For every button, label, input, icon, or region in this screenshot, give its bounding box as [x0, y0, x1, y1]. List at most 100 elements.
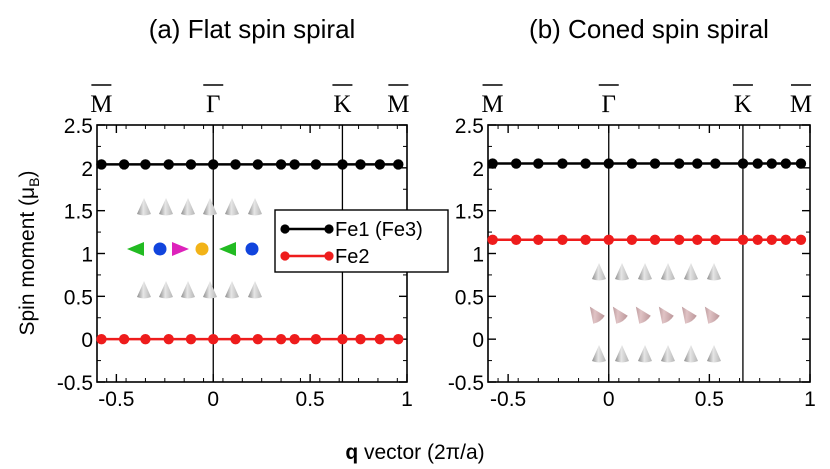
data-point [230, 159, 241, 170]
data-point [557, 234, 568, 245]
data-point [752, 158, 763, 169]
spin-arrow [127, 242, 144, 256]
x-tick-label: 0 [603, 388, 615, 411]
y-axis-label-close: ) [16, 171, 39, 178]
data-point [208, 159, 219, 170]
legend-label: Fe1 (Fe3) [335, 219, 423, 241]
data-point [737, 234, 749, 245]
high-symmetry-label: K [734, 91, 752, 118]
spin-cone [589, 306, 605, 324]
data-point [626, 234, 638, 245]
x-tick-label: 1 [804, 388, 816, 411]
y-axis-label-main: Spin moment (μ [16, 187, 39, 336]
y-tick-label: -0.5 [448, 372, 484, 395]
spin-cone [181, 281, 195, 299]
spin-cone [225, 198, 239, 216]
spin-cone [137, 198, 151, 216]
spin-cone [684, 345, 698, 363]
data-point [208, 333, 219, 345]
x-tick-label: 0.5 [296, 388, 325, 411]
y-tick-label: 0 [81, 329, 93, 352]
spin-cone [181, 198, 195, 216]
y-tick-label: 2 [81, 158, 93, 181]
y-tick-label: 1 [81, 244, 93, 267]
spin-cone [707, 345, 721, 363]
data-point [118, 333, 130, 345]
spin-dot [245, 242, 259, 256]
spin-cone [638, 263, 652, 281]
data-point [487, 158, 498, 169]
high-symmetry-label: Γ [206, 91, 220, 118]
data-point [673, 234, 685, 245]
data-point [766, 234, 777, 245]
data-point [737, 158, 749, 169]
spin-cone [248, 281, 262, 299]
y-tick-label: 0 [472, 329, 484, 352]
x-axis-label: q vector (2π/a) [345, 441, 484, 464]
spin-cone [661, 345, 675, 363]
y-tick-label: 1.5 [64, 201, 93, 224]
legend-box [274, 209, 449, 273]
data-point [603, 158, 614, 169]
data-point [118, 159, 130, 170]
data-point [673, 158, 685, 169]
spin-cone [248, 198, 262, 216]
data-point [487, 234, 498, 245]
data-point [580, 234, 591, 245]
spin-cone [615, 263, 629, 281]
data-point [140, 333, 151, 345]
legend-marker [280, 224, 290, 234]
data-point [710, 234, 721, 245]
x-axis-label-bold: q [345, 441, 358, 464]
spin-cone [203, 198, 217, 216]
data-point [252, 333, 264, 345]
chart-title: (b) Coned spin spiral [529, 14, 769, 44]
data-point [780, 234, 792, 245]
y-tick-label: 2 [472, 158, 484, 181]
legend-marker [324, 224, 334, 234]
high-symmetry-label: K [333, 91, 351, 118]
spin-cone [638, 345, 652, 363]
data-point [163, 333, 174, 345]
data-point [580, 158, 591, 169]
spin-cone [159, 198, 173, 216]
data-point [533, 234, 544, 245]
data-point [337, 333, 348, 345]
data-point [692, 234, 703, 245]
y-tick-label: 1.5 [455, 201, 484, 224]
data-point [185, 333, 197, 345]
spin-dot [153, 242, 167, 256]
data-point [185, 159, 197, 170]
x-tick-label: -0.5 [98, 388, 134, 411]
data-point [355, 159, 366, 170]
spin-cone [681, 306, 697, 324]
high-symmetry-label: M [790, 91, 812, 118]
y-tick-label: 1 [472, 244, 484, 267]
spin-cone [612, 306, 628, 324]
spin-cone [159, 281, 173, 299]
spin-dot [195, 242, 209, 256]
spin-cone [203, 281, 217, 299]
data-point [510, 234, 522, 245]
y-axis-label: Spin moment (μB) [16, 171, 42, 336]
data-point [374, 159, 386, 170]
data-point [752, 234, 763, 245]
data-point [252, 159, 264, 170]
y-tick-label: 0.5 [455, 286, 484, 309]
spin-arrow [219, 242, 236, 256]
data-point [692, 158, 703, 169]
data-point [140, 159, 151, 170]
data-point [230, 333, 241, 345]
data-point [649, 234, 661, 245]
spin-arrow [172, 242, 189, 256]
x-tick-label: -0.5 [490, 388, 526, 411]
spin-cone [635, 306, 651, 324]
data-point [374, 333, 386, 345]
x-tick-label: 0 [207, 388, 219, 411]
high-symmetry-label: M [90, 91, 112, 118]
y-axis-label-sub: B [26, 178, 42, 187]
data-point [310, 333, 322, 345]
y-tick-label: 2.5 [455, 115, 484, 138]
